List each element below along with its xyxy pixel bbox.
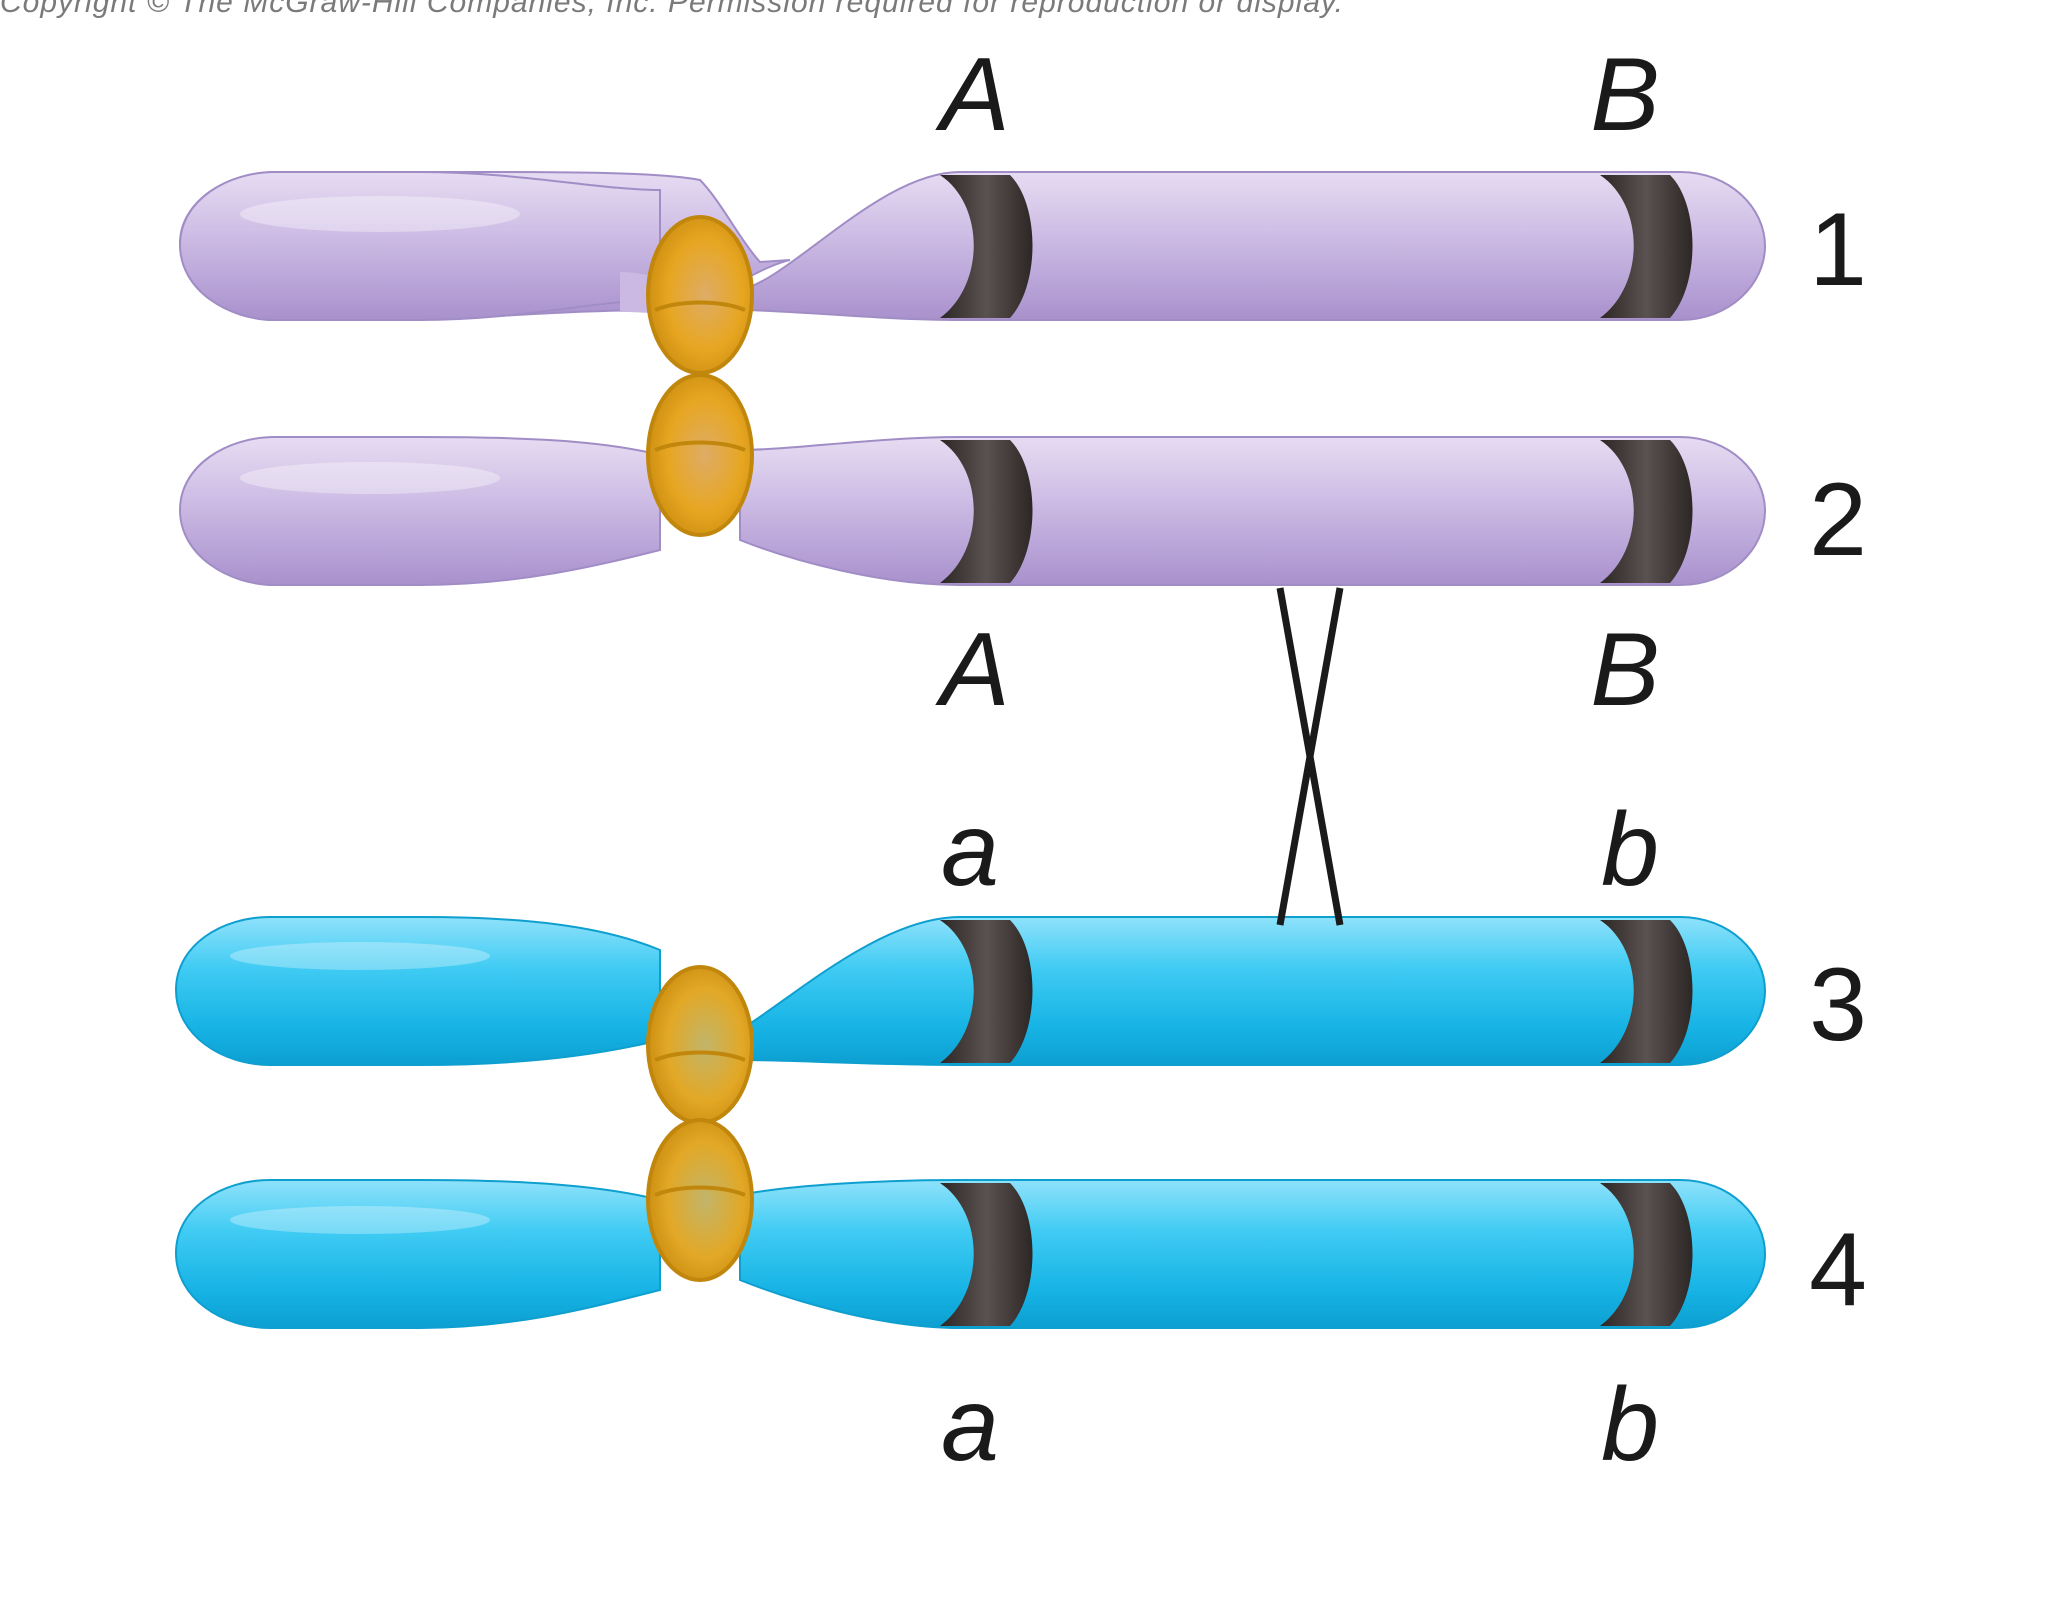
copyright-text: Copyright © The McGraw-Hill Companies, I…: [0, 0, 1345, 19]
allele-label-a-4: a: [941, 1367, 999, 1483]
gene-band-B-1: [1600, 175, 1693, 318]
gene-band-B-2: [1600, 440, 1693, 583]
allele-label-B-1: B: [1590, 37, 1659, 153]
chromatid-4-short-arm: [174, 1179, 661, 1329]
gene-band-A-1: [940, 175, 1033, 318]
gene-band-a-4: [940, 1183, 1033, 1326]
chromatid-1: [178, 171, 1767, 321]
centromere-blue: [646, 965, 754, 1282]
allele-label-B-2: B: [1590, 612, 1659, 728]
gene-band-a-3: [940, 920, 1033, 1063]
copyright-strip: Copyright © The McGraw-Hill Companies, I…: [0, 0, 2046, 22]
gene-band-A-2: [940, 440, 1033, 583]
chromatid-3-long-arm: [739, 916, 1767, 1066]
chromatid-4: [174, 1179, 1767, 1329]
allele-label-A-2: A: [934, 612, 1009, 728]
chromatid-2: [178, 436, 1767, 586]
highlight-2: [240, 462, 500, 494]
chromatid-2-short-arm: [178, 436, 661, 586]
gene-band-b-3: [1600, 920, 1693, 1063]
chromatid-number-1: 1: [1809, 192, 1867, 308]
chromatid-1-long-arm: [739, 171, 1767, 321]
centromere-purple: [646, 215, 754, 537]
chromatid-4-long-arm: [739, 1179, 1767, 1329]
highlight-1: [240, 196, 520, 232]
crossover-lines: [1276, 587, 1344, 926]
allele-label-a-3: a: [941, 792, 999, 908]
chromatid-number-2: 2: [1809, 462, 1867, 578]
allele-label-b-4: b: [1601, 1367, 1659, 1483]
chromatid-2-long-arm: [739, 436, 1767, 586]
highlight-4: [230, 1206, 490, 1234]
allele-label-A-1: A: [934, 37, 1009, 153]
chromatid-1-short-arm-body: [178, 171, 661, 321]
chromatid-3-short-arm: [174, 916, 661, 1066]
crossover-line-2: [1276, 587, 1344, 926]
chromatid-number-3: 3: [1809, 947, 1867, 1063]
chromatid-3: [174, 916, 1767, 1066]
allele-label-b-3: b: [1601, 792, 1659, 908]
gene-band-b-4: [1600, 1183, 1693, 1326]
chromatid-number-4: 4: [1809, 1212, 1867, 1328]
highlight-3: [230, 942, 490, 970]
